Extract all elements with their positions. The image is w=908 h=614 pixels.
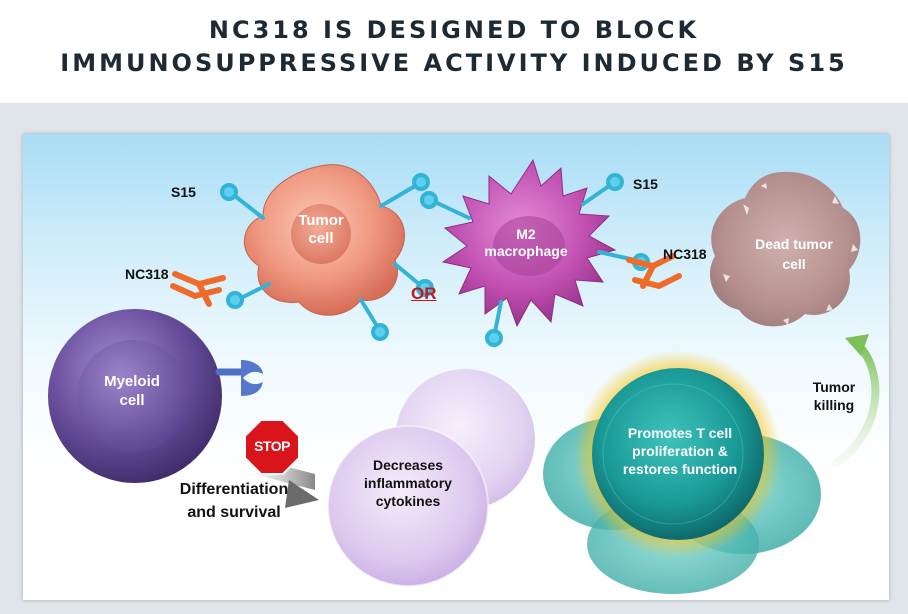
tcell-label-line2: proliferation &	[632, 443, 728, 459]
tumor-killing-label: Tumor killing	[799, 378, 869, 414]
tumor-cell	[243, 164, 405, 316]
or-label: OR	[411, 284, 437, 303]
diagram-frame: Tumor cell S15 NC318 OR M2 macrophage S1…	[0, 103, 908, 614]
antibody-left	[170, 271, 226, 307]
s15-right-label: S15	[633, 176, 658, 192]
tumor-killing-label-line2: killing	[813, 397, 855, 413]
diagram-scene	[48, 158, 880, 594]
myeloid-label-line2: cell	[119, 392, 145, 409]
t-cell-cluster	[543, 350, 821, 594]
cytokines-label-line3: cytokines	[375, 493, 441, 509]
title-line-1: NC318 IS DESIGNED TO BLOCK	[208, 16, 700, 44]
tumor-killing-label-line1: Tumor	[812, 379, 856, 395]
m2-macrophage	[441, 158, 617, 328]
tumor-cell-label-line2: cell	[308, 230, 334, 247]
stop-label: STOP	[254, 438, 290, 454]
differentiation-label: Differentiation and survival	[159, 478, 309, 524]
nc318-right-label: NC318	[663, 246, 707, 262]
tumor-cell-label: Tumor cell	[281, 212, 361, 248]
myeloid-cell	[48, 309, 263, 483]
tcell-label: Promotes T cell proliferation & restores…	[605, 424, 755, 478]
cytokines-label-line1: Decreases	[372, 457, 444, 473]
macrophage-label: M2 macrophage	[471, 226, 581, 260]
dead-tumor-label-line1: Dead tumor	[755, 236, 833, 252]
cytokines-label: Decreases inflammatory cytokines	[343, 456, 473, 510]
page-title: NC318 IS DESIGNED TO BLOCK IMMUNOSUPPRES…	[0, 14, 908, 80]
s15-left-label: S15	[171, 184, 196, 200]
cytokine-cells	[327, 369, 535, 587]
dead-tumor-cell	[709, 171, 861, 327]
diagram-panel: Tumor cell S15 NC318 OR M2 macrophage S1…	[23, 134, 889, 600]
differentiation-label-line2: and survival	[187, 504, 281, 521]
cytokines-label-line2: inflammatory	[364, 475, 452, 491]
tcell-label-line3: restores function	[622, 461, 738, 477]
tcell-label-line1: Promotes T cell	[627, 425, 733, 441]
dead-tumor-label: Dead tumor cell	[739, 234, 849, 274]
tumor-cell-label-line1: Tumor	[298, 212, 344, 229]
tumor-receptors	[220, 173, 434, 341]
differentiation-label-line1: Differentiation	[179, 481, 289, 498]
title-line-2: IMMUNOSUPPRESSIVE ACTIVITY INDUCED BY S1…	[60, 49, 848, 77]
macrophage-label-line1: M2	[516, 226, 536, 242]
macrophage-label-line2: macrophage	[484, 243, 568, 259]
myeloid-label-line1: Myeloid	[104, 373, 160, 390]
myeloid-label: Myeloid cell	[87, 372, 177, 410]
tumor-killing-arrow	[831, 334, 880, 468]
nc318-left-label: NC318	[125, 266, 169, 282]
dead-tumor-label-line2: cell	[782, 256, 806, 272]
stop-sign	[244, 419, 319, 508]
antibody-right	[626, 253, 682, 290]
